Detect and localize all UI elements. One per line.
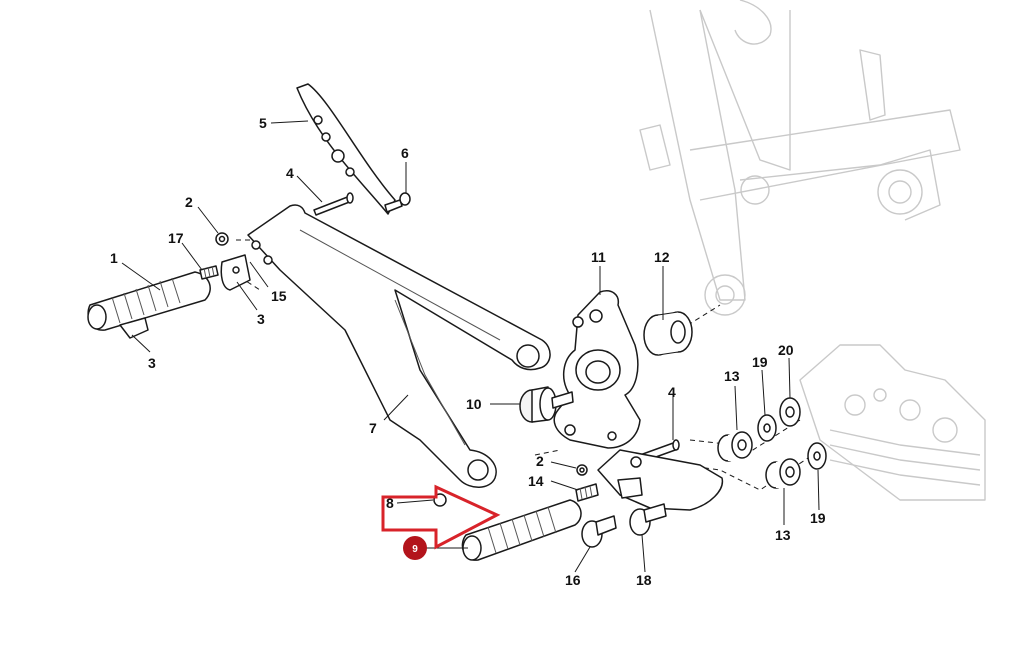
callout-15[interactable]: 15 [271, 288, 287, 304]
part-rubber-bushing-lower[interactable] [765, 458, 801, 489]
callout-13-lower[interactable]: 13 [775, 527, 791, 543]
callout-11[interactable]: 11 [591, 249, 606, 265]
part-lower-bracket[interactable] [597, 449, 724, 511]
part-spacer[interactable] [519, 386, 574, 423]
callout-12[interactable]: 12 [654, 249, 670, 265]
part-footpeg-lower[interactable] [461, 499, 582, 561]
part-nut-upper[interactable] [215, 232, 229, 246]
part-bracket[interactable] [247, 204, 551, 488]
callout-16[interactable]: 16 [565, 572, 581, 588]
part-bushing[interactable] [643, 311, 693, 356]
badge-circle [403, 536, 427, 560]
part-rubber-bushing-upper[interactable] [717, 431, 753, 462]
callout-3-footpeg[interactable]: 3 [148, 355, 156, 371]
part-washer-lower[interactable] [807, 442, 827, 470]
part-detent-plate[interactable] [220, 254, 251, 291]
part-pin-upper[interactable] [313, 192, 354, 216]
part-spring-upper[interactable] [199, 265, 219, 280]
badge-label: 9 [412, 544, 418, 555]
callout-18[interactable]: 18 [636, 572, 652, 588]
callout-17[interactable]: 17 [168, 230, 184, 246]
highlight-arrow-icon [381, 484, 501, 550]
part-nut-lower[interactable] [576, 464, 588, 476]
frame-outline [639, 0, 986, 501]
callout-3-plate[interactable]: 3 [257, 311, 265, 327]
part-mount[interactable] [553, 290, 641, 449]
callout-6[interactable]: 6 [401, 145, 409, 161]
part-shoulder-bolt-16[interactable] [581, 515, 617, 548]
callout-7[interactable]: 7 [369, 420, 377, 436]
part-heel-plate[interactable] [296, 83, 396, 215]
part-spring-lower[interactable] [575, 483, 599, 502]
callout-2-upper[interactable]: 2 [185, 194, 193, 210]
part-bolt[interactable] [384, 192, 411, 213]
callout-13-upper[interactable]: 13 [724, 368, 740, 384]
callout-labels: 1 2 17 3 3 4 5 6 15 7 10 11 12 4 2 14 8 … [110, 115, 826, 588]
callout-8[interactable]: 8 [386, 495, 394, 511]
selected-part-badge[interactable]: 9 [403, 536, 427, 560]
callout-19-lower[interactable]: 19 [810, 510, 826, 526]
callout-2-lower[interactable]: 2 [536, 453, 544, 469]
callout-14[interactable]: 14 [528, 473, 544, 489]
callout-20[interactable]: 20 [778, 342, 794, 358]
callout-10[interactable]: 10 [466, 396, 482, 412]
callout-19-upper[interactable]: 19 [752, 354, 768, 370]
callout-4-upper[interactable]: 4 [286, 165, 294, 181]
leader-lines [121, 120, 820, 573]
callout-5[interactable]: 5 [259, 115, 267, 131]
part-shoulder-bolt-18[interactable] [629, 503, 667, 536]
callout-4-lower[interactable]: 4 [668, 384, 676, 400]
callout-1[interactable]: 1 [110, 250, 118, 266]
part-washer-upper[interactable] [757, 414, 777, 442]
part-nut-20[interactable] [779, 397, 801, 427]
